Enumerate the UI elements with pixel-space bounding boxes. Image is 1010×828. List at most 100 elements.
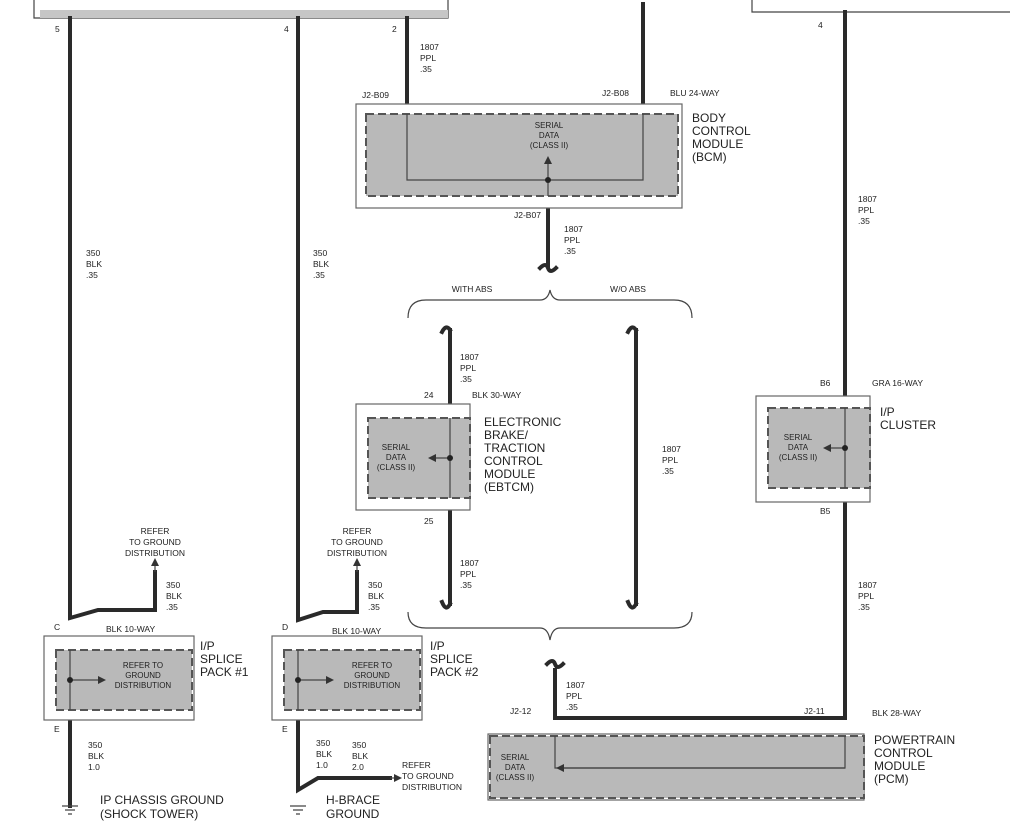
splice1-inner-2: GROUND [125, 671, 161, 680]
break-ebtcm-bottom [439, 599, 453, 610]
cluster-module: SERIAL DATA (CLASS II) [755, 395, 871, 503]
wire-label-1807-right-bot-3: .35 [858, 602, 870, 612]
top-right-component [751, 0, 1010, 13]
splice-pack-2: REFER TO GROUND DISTRIBUTION [271, 635, 423, 721]
splice2-refer-bottom-1: REFER [402, 760, 431, 770]
cluster-name-2: CLUSTER [880, 418, 936, 432]
pcm-name-3: MODULE [874, 759, 925, 773]
splice1-connector: BLK 10-WAY [106, 624, 155, 634]
pin-4: 4 [284, 24, 289, 34]
wire-label-1807-wo-abs-2: PPL [662, 455, 678, 465]
ebtcm-connector: BLK 30-WAY [472, 390, 521, 400]
wire-splice2-ground [296, 718, 392, 794]
wire-label-350-left-1: 350 [86, 248, 100, 258]
splice2-connector: BLK 10-WAY [332, 626, 381, 636]
bcm-pin-left: J2-B09 [362, 90, 389, 100]
bcm-module: SERIAL DATA (CLASS II) [355, 103, 683, 209]
ebtcm-name-4: CONTROL [484, 454, 543, 468]
splice1-name-3: PACK #1 [200, 665, 249, 679]
pin-4-right: 4 [818, 20, 823, 30]
wire-label-1807-right-top-2: PPL [858, 205, 874, 215]
bcm-name-3: MODULE [692, 137, 743, 151]
bracket-abs-bottom [407, 611, 693, 641]
bcm-node [545, 177, 551, 183]
splice2-name-1: I/P [430, 639, 445, 653]
ebtcm-node [447, 455, 453, 461]
pcm-pin-right: J2-11 [804, 706, 825, 716]
wire-label-1807-top-3: .35 [420, 64, 432, 74]
pcm-box [489, 735, 865, 799]
splice2-pin-top: D [282, 622, 288, 632]
pcm-connector: BLK 28-WAY [872, 708, 921, 718]
splice1-inner-3: DISTRIBUTION [115, 681, 172, 690]
splice-pack-1: REFER TO GROUND DISTRIBUTION [43, 635, 195, 721]
splice1-name-1: I/P [200, 639, 215, 653]
wire-label-350-left-2: BLK [86, 259, 102, 269]
ebtcm-inner-1: SERIAL [382, 443, 411, 452]
ground-right-label-2: GROUND [326, 807, 380, 821]
wire-label-350-sp2-down: 350 BLK 1.0 [316, 738, 332, 770]
wire-label-350-mid-2: BLK [313, 259, 329, 269]
wire-350-blk-left [68, 16, 157, 621]
wire-label-350-sp2-down-2: BLK [316, 749, 332, 759]
ebtcm-name-5: MODULE [484, 467, 535, 481]
wire-label-1807-ebtcm-top: 1807 PPL .35 [460, 352, 479, 384]
wire-label-1807-right-bot-1: 1807 [858, 580, 877, 590]
cluster-pin-bottom: B5 [820, 506, 831, 516]
wire-label-1807-right-top-3: .35 [858, 216, 870, 226]
pcm-inner-2: DATA [505, 763, 526, 772]
cluster-connector: GRA 16-WAY [872, 378, 923, 388]
wire-label-1807-right-top-1: 1807 [858, 194, 877, 204]
splice2-refer-2: TO GROUND [331, 537, 383, 547]
ebtcm-inner-2: DATA [386, 453, 407, 462]
wire-label-1807-ebtcm-top-3: .35 [460, 374, 472, 384]
splice2-name-2: SPLICE [430, 652, 473, 666]
wire-label-350-sp1-down-1: 350 [88, 740, 102, 750]
splice2-refer-bottom-2: TO GROUND [402, 771, 454, 781]
wire-350-blk-mid [296, 16, 359, 623]
ground-left-label-2: (SHOCK TOWER) [100, 807, 198, 821]
wire-label-350-sp2-up-3: .35 [368, 602, 380, 612]
splice2-name-3: PACK #2 [430, 665, 479, 679]
with-abs-label: WITH ABS [452, 284, 493, 294]
wire-label-1807-wo-abs: 1807 PPL .35 [662, 444, 681, 476]
splice1-node [67, 677, 73, 683]
wo-abs-label: W/O ABS [610, 284, 646, 294]
wire-label-350-sp1-up-1: 350 [166, 580, 180, 590]
wire-label-1807-top-1: 1807 [420, 42, 439, 52]
ebtcm-name-3: TRACTION [484, 441, 545, 455]
bcm-pin-bottom: J2-B07 [514, 210, 541, 220]
wire-label-1807-ebtcm-bot-1: 1807 [460, 558, 479, 568]
ground-symbol-left [62, 805, 78, 815]
splice1-pin-bottom: E [54, 724, 60, 734]
ebtcm-pin-bottom: 25 [424, 516, 434, 526]
bracket-abs-top [407, 289, 693, 319]
wire-label-1807-top-2: PPL [420, 53, 436, 63]
wire-label-1807-wo-abs-3: .35 [662, 466, 674, 476]
pcm-name-2: CONTROL [874, 746, 933, 760]
ebtcm-name-2: BRAKE/ [484, 428, 529, 442]
wire-label-1807-right-bot: 1807 PPL .35 [858, 580, 877, 612]
wire-label-1807-pcm-3: .35 [566, 702, 578, 712]
splice1-refer-3: DISTRIBUTION [125, 548, 185, 558]
cluster-pin-top: B6 [820, 378, 831, 388]
wire-label-350-mid: 350 BLK .35 [313, 248, 329, 280]
splice2-box [283, 649, 421, 711]
pin-5: 5 [55, 24, 60, 34]
wire-label-1807-ebtcm-bot: 1807 PPL .35 [460, 558, 479, 590]
wire-label-1807-top: 1807 PPL .35 [420, 42, 439, 74]
pcm-name-4: (PCM) [874, 772, 909, 786]
bcm-name-4: (BCM) [692, 150, 727, 164]
bcm-internal-bus [406, 114, 644, 181]
wire-label-350-sp2-branch-1: 350 [352, 740, 366, 750]
bcm-connector: BLU 24-WAY [670, 88, 720, 98]
ground-symbol-right [290, 805, 306, 815]
top-component-outlines [33, 0, 1010, 19]
ebtcm-module: SERIAL DATA (CLASS II) [355, 403, 471, 511]
wire-label-350-sp2-up: 350 BLK .35 [368, 580, 384, 612]
bcm-box [365, 113, 679, 197]
wire-label-350-mid-3: .35 [313, 270, 325, 280]
ebtcm-inner-3: (CLASS II) [377, 463, 416, 472]
wire-label-350-mid-1: 350 [313, 248, 327, 258]
